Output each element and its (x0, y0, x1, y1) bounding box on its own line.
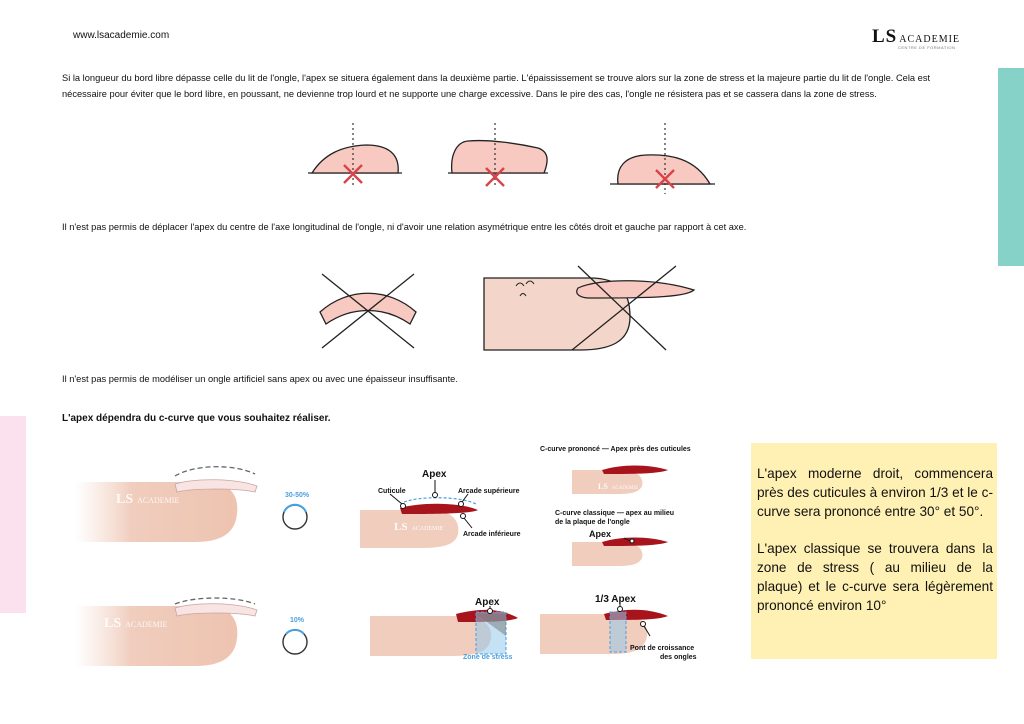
mini-finger-classique (572, 537, 668, 566)
label-apex: Apex (422, 469, 447, 480)
red-cross-icon (655, 169, 675, 189)
paragraph-apex-axis: Il n'est pas permis de déplacer l'apex d… (62, 222, 747, 232)
label-ccurve-classique-2: de la plaque de l'ongle (555, 519, 630, 526)
watermark-1: LS ACADEMIE (116, 490, 179, 508)
crossed-finger-diagram (483, 265, 696, 351)
label-apex-small: Apex (589, 529, 612, 539)
info-box: L'apex moderne droit, commencera près de… (751, 443, 997, 659)
nail-profile-diagrams (308, 123, 715, 194)
watermark-4: LS ACADEMIE (598, 476, 638, 494)
label-cuticule: Cuticule (378, 488, 406, 495)
nail-profile-2 (448, 123, 548, 188)
watermark-2: LS ACADEMIE (104, 614, 167, 632)
label-arcade-inferieure: Arcade inférieure (463, 531, 521, 538)
watermark-ls: LS (394, 521, 408, 533)
red-cross-icon (343, 164, 363, 184)
watermark-academie: ACADEMIE (125, 620, 168, 629)
ccurve-percent-low: 10% (290, 617, 305, 624)
watermark-academie: ACADEMIE (611, 486, 639, 491)
ccurve-percent-high: 30-50% (285, 492, 310, 499)
side-tab-teal (998, 68, 1024, 266)
label-arcade-superieure: Arcade supérieure (458, 488, 520, 495)
watermark-ls: LS (598, 482, 608, 491)
ccurve-circle-low (282, 628, 308, 655)
label-pont-1: Pont de croissance (630, 645, 695, 652)
finger-photo-1 (75, 466, 258, 542)
one-third-apex-diagram (540, 604, 668, 654)
logo-ls: LS (872, 26, 898, 47)
label-one-third-apex: 1/3 Apex (595, 594, 636, 605)
nail-anatomy-diagram (360, 480, 478, 548)
red-cross-icon (485, 167, 505, 187)
logo-academie: ACADEMIE (899, 34, 961, 45)
paragraph-no-apex: Il n'est pas permis de modéliser un ongl… (62, 374, 458, 384)
logo-subtitle: CENTRE DE FORMATION (898, 45, 956, 50)
side-tab-pink (0, 416, 26, 613)
watermark-academie: ACADEMIE (137, 496, 180, 505)
watermark-ls: LS (104, 616, 122, 631)
label-pont-2: des ongles (660, 654, 697, 661)
label-apex-2: Apex (475, 597, 500, 608)
label-ccurve-classique-1: C-curve classique — apex au milieu (555, 510, 675, 517)
paragraph-free-edge: Si la longueur du bord libre dépasse cel… (62, 73, 931, 99)
finger-photo-2 (75, 597, 258, 666)
watermark-ls: LS (116, 492, 134, 507)
section-heading: L'apex dépendra du c-curve que vous souh… (62, 413, 331, 424)
ccurve-circle-high (282, 503, 308, 530)
website-url[interactable]: www.lsacademie.com (73, 30, 170, 41)
nail-profile-3 (610, 123, 715, 194)
nail-profile-1 (308, 123, 402, 188)
stress-zone-diagram (370, 606, 518, 656)
mini-finger-prononce (572, 465, 668, 494)
watermark-academie: ACADEMIE (411, 526, 444, 532)
label-zone-stress: Zone de stress (463, 654, 513, 661)
crossed-nail-section (319, 273, 417, 349)
info-classic-apex: L'apex classique se trouvera dans la zon… (757, 541, 993, 613)
label-ccurve-prononce: C-curve prononcé — Apex près des cuticul… (540, 446, 691, 453)
info-modern-apex: L'apex moderne droit, commencera près de… (757, 466, 993, 519)
watermark-3: LS ACADEMIE (394, 517, 443, 535)
